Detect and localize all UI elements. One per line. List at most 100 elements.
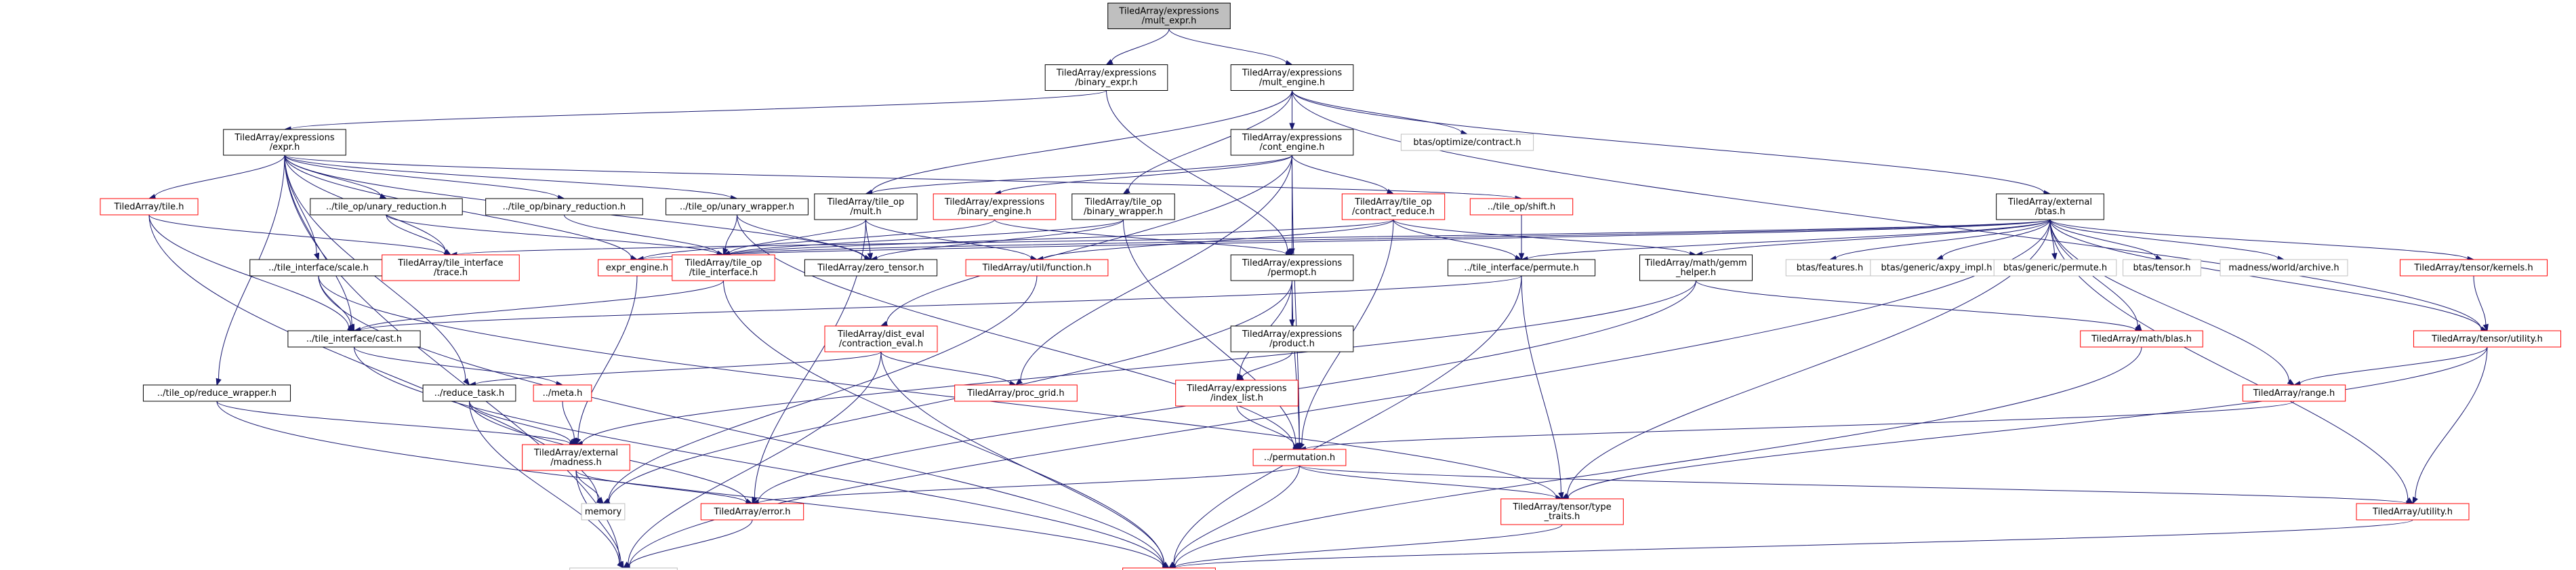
node-box xyxy=(814,193,918,220)
node-tile-interface-trace[interactable]: TiledArray/tile_interface/trace.h xyxy=(382,254,520,281)
node-mult-engine[interactable]: TiledArray/expressions/mult_engine.h xyxy=(1230,64,1354,91)
node-tile-interface-scale[interactable]: ../tile_interface/scale.h xyxy=(249,259,388,277)
node-box xyxy=(666,198,809,216)
node-expr[interactable]: TiledArray/expressions/expr.h xyxy=(223,129,346,156)
edge-tile_interface_cast-to-meta xyxy=(354,346,557,384)
node-btas-axpy[interactable]: btas/generic/axpy_impl.h xyxy=(1870,259,2003,277)
edge-arrowhead xyxy=(571,437,577,446)
node-label: TiledArray/math/blas.h xyxy=(2091,334,2192,344)
node-box xyxy=(569,567,678,570)
node-label: TiledArray/expressions xyxy=(1242,68,1343,79)
node-binary-engine[interactable]: TiledArray/expressions/binary_engine.h xyxy=(933,193,1057,220)
node-permutation[interactable]: ../permutation.h xyxy=(1252,449,1347,466)
node-label: ../meta.h xyxy=(543,388,583,399)
node-btas-optimize[interactable]: btas/optimize/contract.h xyxy=(1400,134,1534,151)
edge-range-to-permutation xyxy=(1305,401,2295,450)
node-gemm-helper[interactable]: TiledArray/math/gemm_helper.h xyxy=(1639,254,1753,281)
node-label: /binary_engine.h xyxy=(958,207,1031,217)
node-cont-engine[interactable]: TiledArray/expressions/cont_engine.h xyxy=(1230,129,1354,156)
edge-external_btas-to-tensor_utility xyxy=(2049,219,2482,329)
node-expr-engine[interactable]: expr_engine.h xyxy=(598,259,676,277)
node-btas-tensor[interactable]: btas/tensor.h xyxy=(2123,259,2201,277)
edge-permutation-to-error xyxy=(758,465,1300,504)
edge-mult_expr-to-mult_engine xyxy=(1168,28,1287,64)
node-type-traits-tensor[interactable]: TiledArray/tensor/type_traits.h xyxy=(1500,498,1624,525)
node-tile-interface-permute[interactable]: ../tile_interface/permute.h xyxy=(1447,259,1596,277)
node-box xyxy=(581,503,626,521)
edge-arrowhead xyxy=(1936,254,1944,260)
node-util-function[interactable]: TiledArray/util/function.h xyxy=(965,259,1109,277)
node-tile-op-mult[interactable]: TiledArray/tile_op/mult.h xyxy=(814,193,918,220)
edge-unary_wrapper-to-tile_op_tile_interface xyxy=(724,214,737,249)
node-label: TiledArray/math/gemm xyxy=(1644,258,1746,268)
edge-unary_wrapper-to-zero_tensor xyxy=(737,214,865,258)
node-label: _helper.h xyxy=(1675,268,1716,278)
edge-type_traits_tensor-to-type_traits xyxy=(1174,524,1563,568)
edge-arrowhead xyxy=(2482,323,2489,332)
node-reduce-wrapper[interactable]: ../tile_op/reduce_wrapper.h xyxy=(142,384,291,402)
node-math-blas[interactable]: TiledArray/math/blas.h xyxy=(2080,330,2203,348)
node-label: TiledArray/util/function.h xyxy=(982,263,1092,273)
node-memory[interactable]: memory xyxy=(581,503,626,521)
edge-binary_wrapper-to-permutation xyxy=(1123,219,1296,445)
edge-contract_reduce-to-tile_op_tile_interface xyxy=(729,219,1394,255)
node-binary-expr[interactable]: TiledArray/expressions/binary_expr.h xyxy=(1044,64,1168,91)
node-box xyxy=(142,384,291,402)
node-unary-reduction[interactable]: ../tile_op/unary_reduction.h xyxy=(310,198,463,216)
node-label: ../tile_op/unary_wrapper.h xyxy=(680,202,794,212)
node-tile-h[interactable]: TiledArray/tile.h xyxy=(100,198,199,216)
node-tile-interface-cast[interactable]: ../tile_interface/cast.h xyxy=(287,330,421,348)
node-madness-archive[interactable]: madness/world/archive.h xyxy=(2220,259,2348,277)
node-range[interactable]: TiledArray/range.h xyxy=(2242,384,2346,402)
node-tensor-utility[interactable]: TiledArray/tensor/utility.h xyxy=(2413,330,2562,348)
node-external-madness[interactable]: TiledArray/external/madness.h xyxy=(522,444,630,471)
node-error[interactable]: TiledArray/error.h xyxy=(700,503,804,521)
node-index-list[interactable]: TiledArray/expressions/index_list.h xyxy=(1175,380,1299,407)
node-external-btas[interactable]: TiledArray/external/btas.h xyxy=(1996,193,2104,220)
edge-tile_interface_scale-to-tile_interface_cast xyxy=(318,275,352,326)
node-label: TiledArray/tile_op xyxy=(1084,197,1162,207)
node-box xyxy=(485,198,643,216)
node-label: TiledArray/zero_tensor.h xyxy=(817,263,924,273)
node-box xyxy=(954,384,1078,402)
node-reduce-task[interactable]: ../reduce_task.h xyxy=(422,384,516,402)
node-config[interactable]: TiledArray/config.h xyxy=(569,567,678,570)
node-utility[interactable]: TiledArray/utility.h xyxy=(2356,503,2470,521)
edge-arrowhead xyxy=(1296,443,1303,451)
node-proc-grid[interactable]: TiledArray/proc_grid.h xyxy=(954,384,1078,402)
node-tile-op-tile-interface[interactable]: TiledArray/tile_op/tile_interface.h xyxy=(672,254,775,281)
node-box xyxy=(804,259,938,277)
node-tile-op-shift[interactable]: ../tile_op/shift.h xyxy=(1469,198,1574,216)
node-label: /madness.h xyxy=(550,457,601,468)
edge-tile_interface_permute-to-type_traits xyxy=(1173,275,1522,565)
node-product[interactable]: TiledArray/expressions/product.h xyxy=(1230,325,1354,352)
edge-permutation-to-type_traits xyxy=(1173,465,1300,565)
edge-tile_op_mult-to-util_function xyxy=(865,219,1031,259)
node-permopt[interactable]: TiledArray/expressions/permopt.h xyxy=(1230,254,1354,281)
node-box xyxy=(1341,193,1446,220)
node-label: ../tile_op/unary_reduction.h xyxy=(326,202,447,212)
node-meta[interactable]: ../meta.h xyxy=(533,384,592,402)
node-zero-tensor[interactable]: TiledArray/zero_tensor.h xyxy=(804,259,938,277)
node-binary-wrapper[interactable]: TiledArray/tile_op/binary_wrapper.h xyxy=(1071,193,1175,220)
node-box xyxy=(1230,325,1354,352)
node-tensor-kernels[interactable]: TiledArray/tensor/kernels.h xyxy=(2399,259,2548,277)
node-binary-reduction[interactable]: ../tile_op/binary_reduction.h xyxy=(485,198,643,216)
edge-product-to-index_list xyxy=(1242,351,1292,378)
edge-unary_reduction-to-tile_interface_trace xyxy=(386,214,446,252)
edge-arrowhead xyxy=(1289,248,1295,256)
node-contract-reduce[interactable]: TiledArray/tile_op/contract_reduce.h xyxy=(1341,193,1446,220)
edge-external_btas-to-tile_interface_trace xyxy=(456,219,2051,256)
node-label: /cont_engine.h xyxy=(1259,142,1324,152)
node-label: memory xyxy=(585,507,622,517)
node-btas-permute[interactable]: btas/generic/permute.h xyxy=(1993,259,2117,277)
node-box xyxy=(2413,330,2562,348)
edge-binary_expr-to-expr xyxy=(290,90,1107,130)
edge-tile_op_tile_interface-to-tile_interface_cast xyxy=(359,280,724,331)
node-label: TiledArray/tensor/kernels.h xyxy=(2413,263,2533,273)
node-unary-wrapper[interactable]: ../tile_op/unary_wrapper.h xyxy=(666,198,809,216)
node-contraction-eval[interactable]: TiledArray/dist_eval/contraction_eval.h xyxy=(824,325,938,352)
node-mult-expr[interactable]: TiledArray/expressions/mult_expr.h xyxy=(1107,3,1231,29)
node-btas-features[interactable]: btas/features.h xyxy=(1785,259,1875,277)
node-type-traits[interactable]: ../type_traits.h xyxy=(1122,567,1216,570)
